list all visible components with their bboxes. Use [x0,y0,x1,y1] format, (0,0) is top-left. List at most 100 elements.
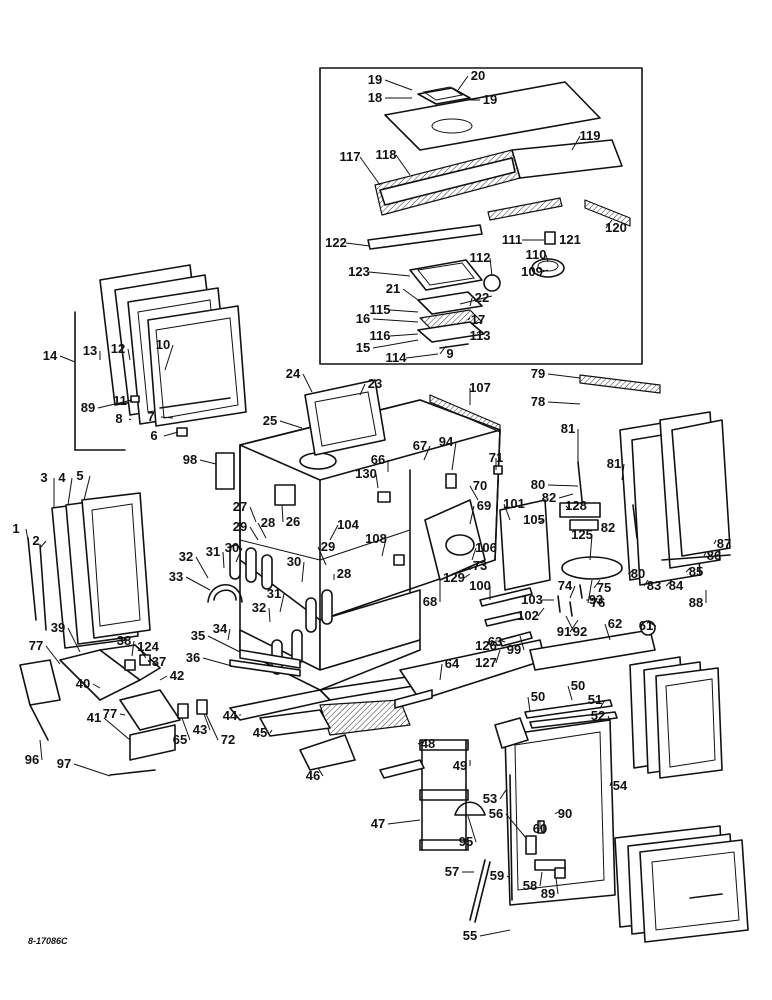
leader-line [467,815,477,843]
leader-line [541,269,549,273]
leader-line [372,318,419,323]
part-label-101: 101 [503,496,525,511]
leader-line [203,713,211,731]
part-label-85: 85 [689,564,703,579]
part-label-87: 87 [717,536,731,551]
part-label-12: 12 [111,341,125,356]
leader-line [199,459,217,465]
part-label-7: 7 [147,409,154,424]
cab-body [215,379,551,691]
part-label-115: 115 [370,302,391,317]
part-label-91: 91 [557,624,571,639]
leader-line [495,649,501,664]
leader-line [67,627,81,653]
leader-line [160,416,174,419]
part-label-46: 46 [306,768,320,783]
part-label-123: 123 [348,264,370,279]
part-label-32: 32 [179,549,193,564]
part-label-102: 102 [517,608,539,623]
leader-line [607,715,611,721]
part-label-31: 31 [267,586,281,601]
leader-line [547,484,579,487]
leader-line [389,309,419,313]
part-label-100: 100 [469,578,491,593]
leader-line [381,538,387,557]
part-label-69: 69 [477,498,491,513]
leader-line [137,646,147,659]
part-label-118: 118 [376,147,397,162]
part-label-111: 111 [502,232,522,247]
leader-line [235,547,243,563]
left-lower-parts [19,644,208,776]
right-door-glass [629,656,723,779]
leader-line [565,505,571,511]
part-label-37: 37 [152,654,166,669]
leader-line [417,741,423,745]
leader-line [605,219,613,229]
part-label-8: 8 [115,411,122,426]
part-label-43: 43 [193,722,207,737]
part-label-3: 3 [40,470,47,485]
leader-line [471,547,477,561]
leader-line [207,635,241,653]
part-label-109: 109 [521,264,543,279]
leader-line [643,579,649,587]
leader-line [489,257,493,277]
part-label-24: 24 [286,366,301,381]
part-label-18: 18 [368,90,382,105]
part-label-90: 90 [558,806,572,821]
leader-line [569,619,579,633]
leader-line [505,813,527,839]
part-label-114: 114 [386,350,408,365]
part-label-20: 20 [471,68,485,83]
leader-line [269,729,273,734]
part-label-30: 30 [225,540,239,555]
part-label-41: 41 [87,710,101,725]
leader-line [539,871,543,887]
leader-line [506,875,511,879]
leader-line [279,593,285,613]
leader-line [599,699,606,709]
leader-line [587,579,593,604]
part-label-19: 19 [368,72,382,87]
part-label-65: 65 [173,732,187,747]
part-label-77: 77 [29,638,43,653]
part-label-1: 1 [12,521,19,536]
leader-line [202,657,233,667]
part-label-99: 99 [507,642,521,657]
leader-line [368,271,411,277]
leader-line [92,683,101,689]
leader-line [463,573,471,579]
part-label-36: 36 [186,650,200,665]
part-label-70: 70 [473,478,487,493]
leader-line [539,519,545,523]
leader-line [257,522,267,539]
part-label-113: 113 [470,328,491,343]
leader-line [567,685,573,701]
leader-line [222,551,225,569]
part-label-11: 11 [113,393,127,408]
part-label-26: 26 [286,514,300,529]
part-label-107: 107 [469,380,491,395]
part-label-10: 10 [156,337,170,352]
leader-line [127,348,131,361]
part-label-32: 32 [252,600,266,615]
part-label-48: 48 [421,736,435,751]
leader-line [589,534,593,561]
leader-line [405,353,439,359]
part-label-75: 75 [597,580,611,595]
leader-line [281,504,284,523]
part-label-53: 53 [483,791,497,806]
leader-line [558,493,574,499]
part-label-89: 89 [81,400,95,415]
part-label-57: 57 [445,864,459,879]
part-label-80: 80 [531,477,545,492]
leader-line [469,505,475,525]
leader-line [25,528,29,541]
part-label-19: 19 [483,92,497,107]
leader-lines [25,75,717,937]
part-label-104: 104 [337,517,359,532]
leader-line [439,663,443,681]
